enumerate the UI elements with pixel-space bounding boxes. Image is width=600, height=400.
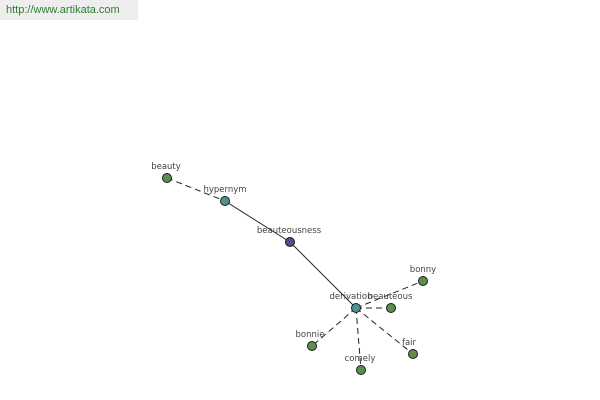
node-fair[interactable] (408, 349, 418, 359)
node-bonnie[interactable] (307, 341, 317, 351)
edge-derivation-bonny (355, 280, 424, 309)
node-label-hypernym: hypernym (203, 185, 246, 195)
node-comely[interactable] (356, 365, 366, 375)
node-label-beauteousness: beauteousness (257, 226, 322, 236)
edges-layer (166, 177, 424, 371)
edge-derivation-fair (355, 307, 414, 355)
edge-derivation-bonnie (311, 307, 357, 347)
node-label-beauteous: beauteous (368, 292, 413, 302)
node-label-bonnie: bonnie (296, 330, 325, 340)
node-label-beauty: beauty (151, 162, 181, 172)
node-derivation[interactable] (351, 303, 361, 313)
node-label-comely: comely (345, 354, 376, 364)
node-bonny[interactable] (418, 276, 428, 286)
node-beauty[interactable] (162, 173, 172, 183)
node-label-bonny: bonny (410, 265, 436, 275)
node-beauteousness[interactable] (285, 237, 295, 247)
edge-derivation-comely (355, 307, 362, 371)
edge-beauteousness-derivation (289, 241, 357, 309)
node-hypernym[interactable] (220, 196, 230, 206)
edge-hypernym-beauteousness (224, 200, 291, 243)
node-label-fair: fair (402, 338, 417, 348)
edge-beauty-hypernym (166, 177, 226, 202)
nodes-layer (162, 173, 428, 375)
site-url-link[interactable]: http://www.artikata.com (0, 0, 138, 20)
node-beauteous[interactable] (386, 303, 396, 313)
node-label-derivation: derivation (329, 292, 372, 302)
labels-layer: beauty hypernym beauteousness derivationbea… (151, 162, 436, 364)
